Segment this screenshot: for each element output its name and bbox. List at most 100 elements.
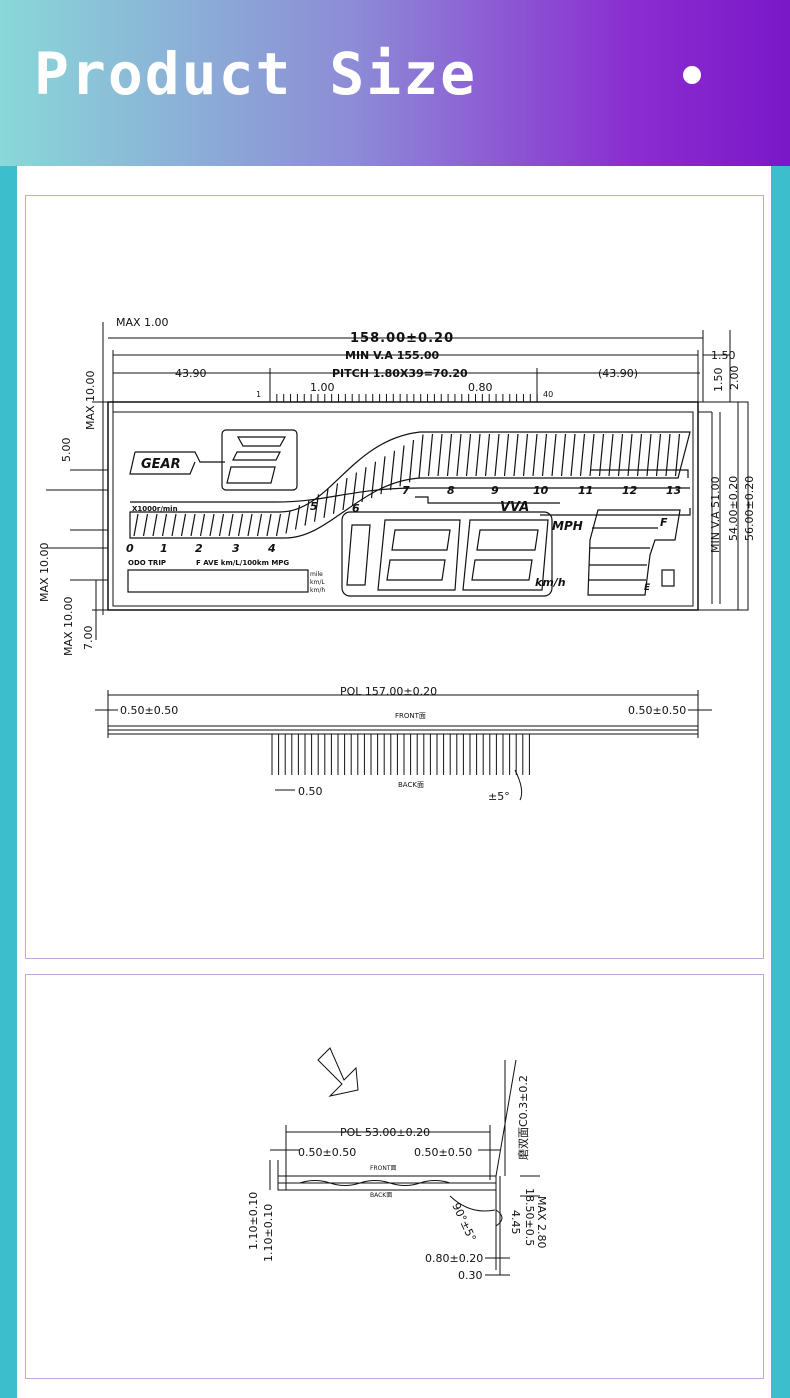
height-54-label: 54.00±0.20 xyxy=(727,476,740,541)
tach-bar xyxy=(437,433,443,477)
tach-bar xyxy=(475,433,481,477)
drawing2-lines xyxy=(269,1047,540,1276)
tach-bar xyxy=(351,472,358,507)
speed-digits-frame xyxy=(341,511,553,597)
pin-row-ticks xyxy=(269,394,538,402)
lcd-glass-outline xyxy=(107,401,699,611)
front-label: FRONT面 xyxy=(395,712,426,720)
tach-bar xyxy=(646,433,652,477)
thickness-110-label: 1.10±0.10 xyxy=(262,1204,275,1262)
rpm-number: 6 xyxy=(352,502,360,515)
rpm-number: 12 xyxy=(622,484,638,497)
gear-label: GEAR xyxy=(141,457,181,472)
tach-bar xyxy=(361,467,367,503)
pol-53-label: POL 53.00±0.20 xyxy=(340,1126,430,1139)
unit-kml: km/L xyxy=(310,579,325,586)
tach-bar xyxy=(294,505,301,530)
tach-bar xyxy=(532,433,538,477)
tach-bar xyxy=(133,513,139,537)
tach-bar xyxy=(513,433,519,477)
bend-angle-arc xyxy=(449,1195,496,1212)
thickness-110b-label: 1.10±0.10 xyxy=(247,1192,260,1250)
unit-mile: mile xyxy=(310,571,323,578)
left-border-bar xyxy=(0,166,17,1398)
pin-last-label: 40 xyxy=(543,390,553,399)
min-va-height-label: MIN V.A 51.00 xyxy=(709,476,722,553)
rpm-number: 10 xyxy=(533,484,549,497)
header-dot-icon xyxy=(683,66,701,84)
tach-bar xyxy=(180,513,187,537)
tach-bar xyxy=(579,433,586,477)
tach-bar xyxy=(418,434,424,479)
speed-digit-3 xyxy=(462,519,549,591)
rpm-number: 7 xyxy=(402,484,410,497)
tachometer-band xyxy=(129,431,691,539)
left-offset-label: 43.90 xyxy=(175,367,207,380)
tach-bar xyxy=(570,433,576,477)
height-56-label: 56.00±0.20 xyxy=(743,476,756,541)
fuel-gauge xyxy=(587,509,681,596)
side-right-tol: 0.50±0.50 xyxy=(628,704,686,717)
fuel-empty-label: E xyxy=(644,583,651,593)
d2-front-label: FRONT面 xyxy=(370,1165,397,1172)
tachometer-bars xyxy=(133,433,681,537)
tach-bar xyxy=(285,510,291,534)
tach-bar xyxy=(456,433,462,477)
right-150-label: 1.50 xyxy=(711,349,736,362)
tach-bar xyxy=(209,513,215,537)
tach-bar xyxy=(655,433,662,477)
rpm-number: 2 xyxy=(195,542,203,555)
tach-bar xyxy=(627,433,633,477)
tach-bar xyxy=(503,433,510,477)
overall-width-label: 158.00±0.20 xyxy=(350,331,454,346)
fuel-pump-icon xyxy=(661,569,675,587)
tach-bar xyxy=(560,433,567,477)
tach-bar xyxy=(389,450,396,491)
rpm-number: 8 xyxy=(447,484,455,497)
tach-bar xyxy=(304,499,310,526)
max-280-label: MAX 2.80 xyxy=(535,1196,548,1249)
tach-bar xyxy=(199,513,206,537)
right-border-bar xyxy=(771,166,790,1398)
bend-radius xyxy=(495,1209,503,1227)
tach-bar xyxy=(541,433,548,477)
rpm-number: 11 xyxy=(578,484,593,497)
d2-right-tol: 0.50±0.50 xyxy=(414,1146,472,1159)
pin-pitch-label: 0.50 xyxy=(298,785,323,798)
tach-bar xyxy=(665,433,671,477)
max-10-top-label: MAX 10.00 xyxy=(84,370,97,430)
front-view-drawing-panel xyxy=(25,195,764,959)
lcd-segments xyxy=(127,429,691,597)
tach-end-cap xyxy=(590,469,689,478)
d2-left-tol: 0.50±0.50 xyxy=(298,1146,356,1159)
tach-bar xyxy=(218,513,225,537)
pol-width-label: POL 157.00±0.20 xyxy=(340,685,437,698)
tach-bar xyxy=(190,513,196,537)
right-200-label: 2.00 xyxy=(728,366,741,391)
pin-first-label: 1 xyxy=(256,390,261,399)
view-direction-arrow-icon xyxy=(317,1047,359,1097)
gear-digit-segments xyxy=(226,436,287,484)
tach-bar xyxy=(266,513,272,537)
speed-digit-2 xyxy=(377,519,461,591)
tach-bar xyxy=(142,513,149,537)
right-150b-label: 1.50 xyxy=(712,368,725,393)
lcd-side-edge xyxy=(697,401,749,611)
tach-bar xyxy=(484,433,491,477)
rpm-number: 1 xyxy=(160,542,168,555)
tach-bar xyxy=(323,488,329,518)
tach-bar xyxy=(342,477,348,510)
rpm-number: 13 xyxy=(666,484,682,497)
tach-bar xyxy=(313,494,320,522)
odo-trip-label: ODO TRIP xyxy=(128,559,166,567)
dim-030-label: 0.30 xyxy=(458,1269,483,1282)
d2-back-label: BACK面 xyxy=(370,1192,392,1199)
back-label: BACK面 xyxy=(398,781,424,789)
mph-label: MPH xyxy=(552,519,583,533)
tach-bar xyxy=(237,513,244,537)
side-left-tol: 0.50±0.50 xyxy=(120,704,178,717)
kmh-label: km/h xyxy=(535,576,566,589)
gear-frame xyxy=(135,451,225,463)
